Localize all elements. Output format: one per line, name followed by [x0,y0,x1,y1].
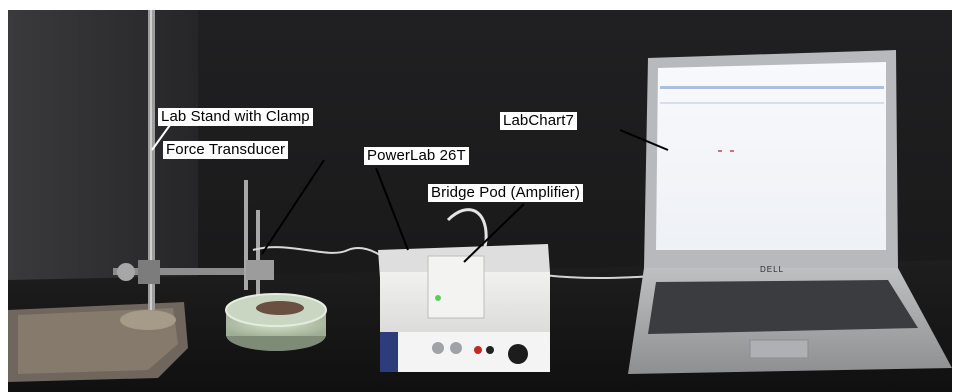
laptop-brand-logo: DELL [760,265,785,274]
lab-stand-leader [151,124,171,151]
labchart-label: LabChart7 [500,112,577,130]
force-transducer-leader [261,159,325,255]
lab-stand-label: Lab Stand with Clamp [158,108,313,126]
laptop-keyboard [648,280,918,334]
powerlab-leader [375,167,409,251]
laptop-screen [656,62,886,250]
bridge-pod [427,255,485,319]
clamp-arm [113,268,273,275]
callout-lines [151,124,669,263]
lab-setup-photo: Lab Stand with Clamp Force Transducer Po… [8,10,952,392]
scene-illustration [8,10,952,392]
labchart-leader [619,129,669,151]
transducer-rod [244,180,248,290]
bridge-pod-label: Bridge Pod (Amplifier) [428,184,583,202]
powerlab-label: PowerLab 26T [364,147,469,165]
transducer-body [246,260,274,280]
laptop-touchpad [749,339,809,359]
clamp-boss [138,260,160,284]
force-transducer-label: Force Transducer [163,141,289,159]
bridge-pod-leader [463,203,525,263]
